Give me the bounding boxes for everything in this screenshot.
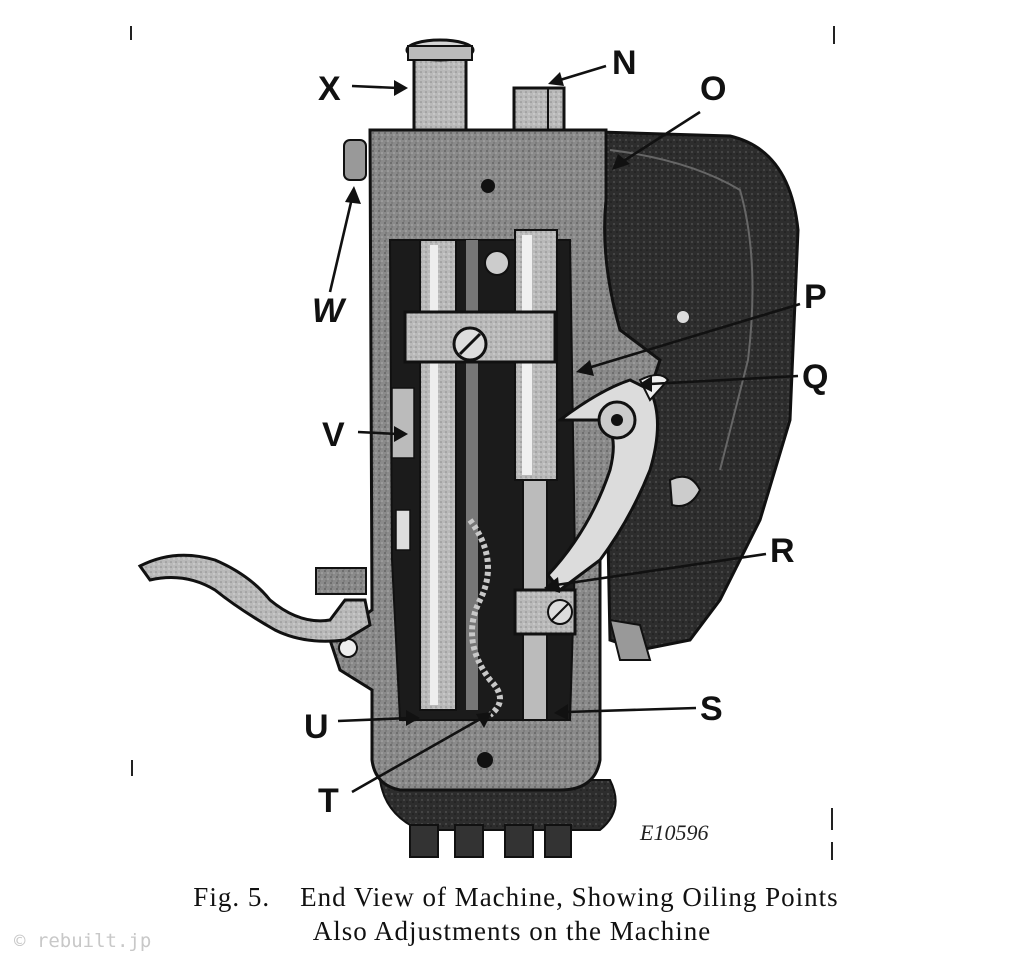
machine-base xyxy=(378,779,617,858)
callout-u: U xyxy=(304,708,329,746)
callout-leaders xyxy=(328,64,801,794)
figure-reference: Fig. 5. xyxy=(193,882,271,912)
callout-p: P xyxy=(804,278,827,316)
callout-q: Q xyxy=(802,358,828,396)
callout-s: S xyxy=(700,690,723,728)
face-plate xyxy=(598,130,800,661)
tension-assembly xyxy=(391,387,415,551)
callout-r: R xyxy=(770,532,795,570)
scan-marks xyxy=(130,26,835,860)
callout-v: V xyxy=(322,416,345,454)
figure-number: E10596 xyxy=(639,820,708,845)
caption-line-2: Also Adjustments on the Machine xyxy=(312,916,712,946)
needle-bar-mechanism xyxy=(403,229,577,721)
callout-w: W xyxy=(312,292,347,330)
callout-labels: X N O W P Q V R S U T xyxy=(304,44,828,820)
watermark: © rebuilt.jp xyxy=(14,930,152,952)
callout-n: N xyxy=(612,44,637,82)
take-up-lever xyxy=(546,374,670,593)
callout-t: T xyxy=(318,782,339,820)
caption-line-1: Fig. 5. End View of Machine, Showing Oili… xyxy=(0,880,1024,914)
presser-foot-lifter xyxy=(137,553,372,643)
callout-x: X xyxy=(318,70,341,108)
caption-title: End View of Machine, Showing Oiling Poin… xyxy=(300,882,839,912)
callout-o: O xyxy=(700,70,726,108)
top-posts xyxy=(343,38,566,181)
figure-caption: Fig. 5. End View of Machine, Showing Oili… xyxy=(0,880,1024,948)
